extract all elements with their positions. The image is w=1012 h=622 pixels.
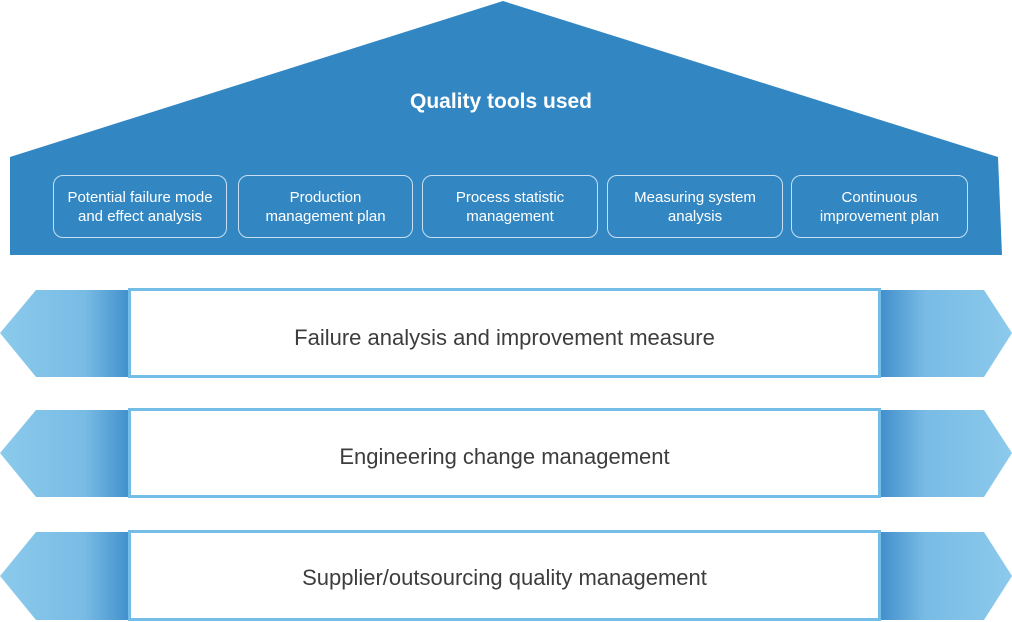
tool-box-process-statistic: Process statistic management — [422, 175, 598, 238]
tool-box-fmea: Potential failure mode and effect analys… — [53, 175, 227, 238]
left-arrow-1 — [0, 290, 131, 377]
roof-shape — [10, 1, 1002, 255]
right-arrow-3 — [878, 532, 1012, 620]
pillar-band-3 — [0, 530, 1012, 621]
pillar-box-3 — [128, 530, 881, 621]
pillar-label-failure-analysis: Failure analysis and improvement measure — [294, 325, 715, 350]
pillar-band-1 — [0, 288, 1012, 378]
left-arrow-2 — [0, 410, 131, 497]
tool-label-process-statistic: Process statistic management — [455, 188, 565, 225]
pillar-box-2 — [128, 408, 881, 498]
pillar-label-supplier-quality: Supplier/outsourcing quality management — [302, 565, 707, 590]
tool-label-fmea: Potential failure mode and effect analys… — [67, 188, 213, 225]
tool-label-production-plan: Production management plan — [265, 188, 386, 225]
left-arrow-3 — [0, 532, 131, 620]
pillar-box-1 — [128, 288, 881, 378]
pillar-label-engineering-change: Engineering change management — [339, 444, 670, 469]
pillar-band-2 — [0, 408, 1012, 498]
tool-box-measuring-system: Measuring system analysis — [607, 175, 783, 238]
roof-title: Quality tools used — [409, 90, 593, 113]
tool-box-production-plan: Production management plan — [238, 175, 413, 238]
tool-label-measuring-system: Measuring system analysis — [634, 188, 756, 225]
right-arrow-2 — [878, 410, 1012, 497]
tool-box-continuous-improvement: Continuous improvement plan — [791, 175, 968, 238]
right-arrow-1 — [878, 290, 1012, 377]
tool-label-continuous-improvement: Continuous improvement plan — [819, 188, 940, 225]
